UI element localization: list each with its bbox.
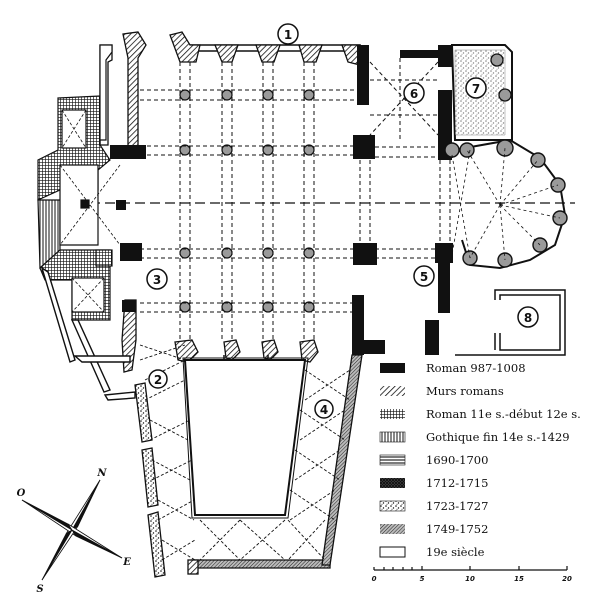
room-label-6: 6 [403,82,425,104]
legend-item: Roman 987-1008 [380,361,526,375]
room-label-5: 5 [413,265,435,287]
compass-south: S [36,584,43,595]
room-label-8: 8 [517,306,539,328]
legend-item: 19e siècle [379,545,485,559]
south-buttresses [174,339,319,363]
compass-north: N [96,468,107,479]
svg-text:6: 6 [410,87,418,101]
legend-swatch-vertical-lines [379,431,406,443]
legend-swatch-dense-grid [380,409,405,419]
legend-swatch-empty [379,546,406,558]
svg-text:1723-1727: 1723-1727 [426,499,488,513]
room-label-3: 3 [146,268,168,290]
room-label-2: 2 [148,369,168,389]
svg-text:1: 1 [284,28,292,42]
compass-rose-icon: N O S E [17,468,132,595]
svg-text:1712-1715: 1712-1715 [426,476,488,490]
room-label-1: 1 [277,23,299,45]
legend-swatch-fine-diagonal [380,524,405,534]
legend: Roman 987-1008 Murs romans Roman 11e s.-… [379,361,581,559]
west-wall-north [122,31,147,152]
legend-item: Murs romans [380,384,504,398]
west-annex [99,44,113,141]
scale-label-0: 0 [372,575,377,583]
west-outer-walls [40,266,136,401]
svg-text:2: 2 [154,373,162,387]
svg-text:7: 7 [472,82,480,96]
compass-west: O [17,488,26,499]
legend-swatch-cross-hatch [380,478,405,488]
legend-swatch-horizontal-lines [379,454,406,466]
legend-swatch-solid-black [380,363,405,373]
roman-987-1008-structures [110,45,453,355]
vault-lines [140,58,451,340]
legend-item: 1749-1752 [380,522,488,536]
legend-item: 1712-1715 [380,476,488,490]
nave [99,31,361,391]
svg-text:1690-1700: 1690-1700 [426,453,488,467]
scale-bar: 0 5 10 15 20 [372,566,572,583]
scale-label-20: 20 [562,575,572,583]
svg-text:8: 8 [524,311,532,325]
scale-label-15: 15 [514,575,524,583]
svg-text:Gothique fin 14e s.-1429: Gothique fin 14e s.-1429 [426,430,570,444]
svg-text:Roman 11e s.-début 12e s.: Roman 11e s.-début 12e s. [426,407,581,421]
scale-label-5: 5 [420,575,425,583]
svg-text:5: 5 [420,270,428,284]
legend-swatch-diagonal-hatch [380,386,405,396]
legend-item: Gothique fin 14e s.-1429 [379,430,570,444]
svg-text:Roman 987-1008: Roman 987-1008 [426,361,526,375]
apse [444,138,568,270]
svg-text:3: 3 [153,273,161,287]
legend-item: 1723-1727 [379,499,488,513]
room-label-4: 4 [314,399,334,419]
svg-text:4: 4 [320,403,328,417]
svg-text:Murs romans: Murs romans [426,384,504,398]
legend-item: Roman 11e s.-début 12e s. [380,407,581,421]
cloister-vaults [139,344,351,561]
svg-text:1749-1752: 1749-1752 [426,522,488,536]
legend-swatch-stipple [379,500,406,512]
room-labels: 1 2 3 4 5 6 7 8 [146,23,539,419]
cloister [134,354,363,578]
svg-text:19e siècle: 19e siècle [426,545,485,559]
compass-east: E [122,557,131,568]
nave-columns [179,89,315,313]
room-label-7: 7 [465,77,487,99]
legend-item: 1690-1700 [379,453,488,467]
scale-label-10: 10 [465,575,475,583]
room-8 [455,289,566,356]
west-chapels [37,95,121,321]
